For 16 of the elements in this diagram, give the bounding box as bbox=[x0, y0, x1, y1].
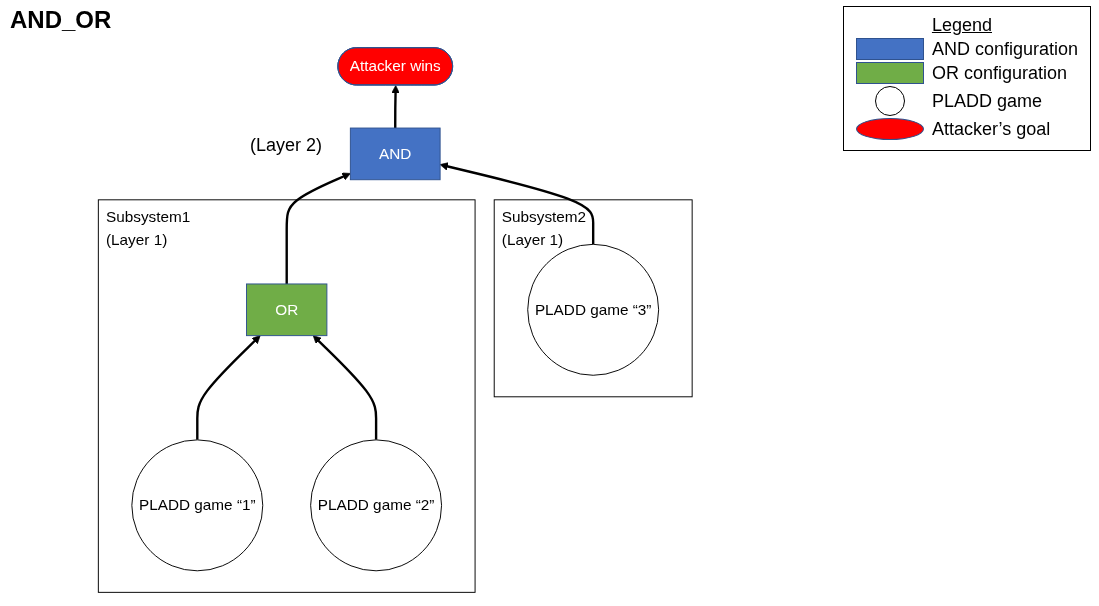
node-circle: PLADD game “1” bbox=[131, 439, 263, 572]
arrow bbox=[391, 85, 400, 129]
diagram-title: AND_OR bbox=[10, 6, 112, 34]
arrow bbox=[195, 335, 261, 440]
legend-heading: Legend bbox=[931, 15, 993, 36]
legend-label: PLADD game bbox=[931, 90, 1042, 112]
node-circle: PLADD game “2” bbox=[309, 439, 442, 572]
legend-label: OR configuration bbox=[931, 62, 1067, 84]
layer-label: (Layer 2) bbox=[250, 135, 323, 156]
arrow bbox=[285, 172, 351, 284]
arrow bbox=[312, 335, 378, 440]
legend-label: Attacker’s goal bbox=[931, 118, 1051, 140]
arrow bbox=[439, 162, 595, 245]
node-box: OR bbox=[245, 283, 328, 337]
node-box: AND bbox=[349, 127, 441, 181]
legend-label: AND configuration bbox=[931, 38, 1078, 60]
